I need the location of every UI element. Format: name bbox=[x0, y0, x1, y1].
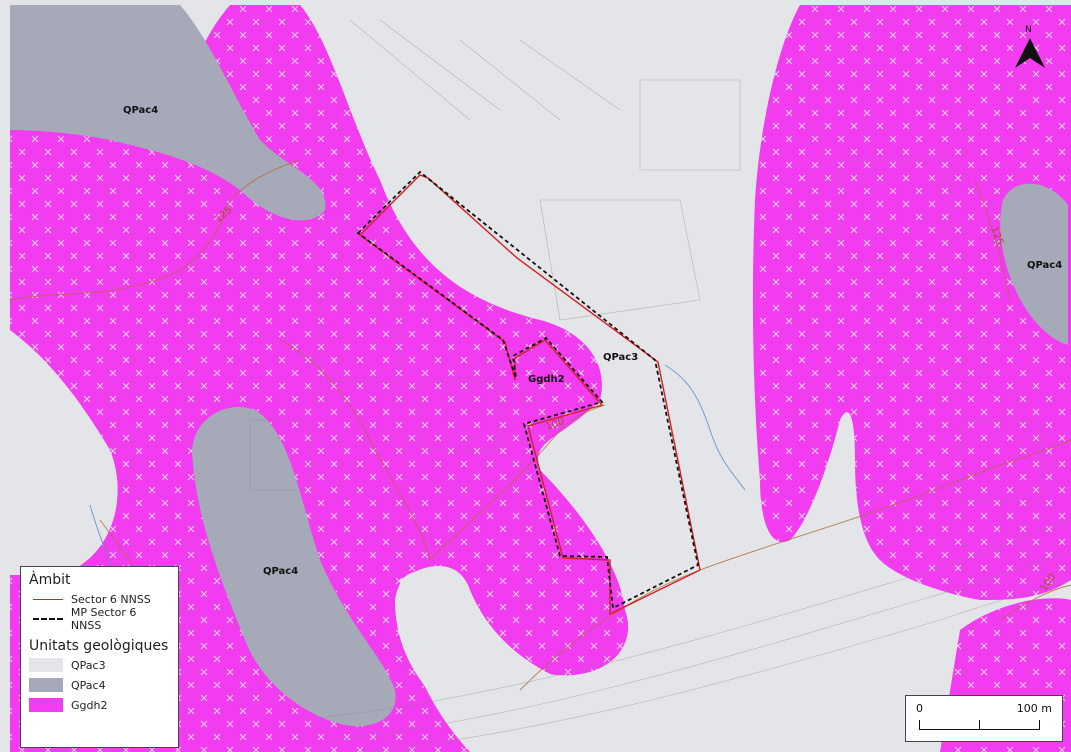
scale-tick bbox=[1039, 720, 1040, 729]
qpac3-west-strip bbox=[10, 330, 118, 575]
unit-label-ggdh2: Ggdh2 bbox=[528, 374, 565, 385]
legend-item-qpac3: QPac3 bbox=[29, 655, 170, 675]
qpac4-south-area bbox=[192, 406, 396, 727]
legend-title-units: Unitats geològiques bbox=[29, 638, 169, 654]
qpac3-south-area bbox=[400, 566, 620, 752]
scale-start-label: 0 bbox=[916, 702, 923, 715]
street-outlines bbox=[249, 19, 1071, 752]
legend-item-label: QPac3 bbox=[71, 658, 106, 672]
legend-title-ambit: Àmbit bbox=[29, 572, 71, 588]
map-legend: Àmbit Sector 6 NNSS MP Sector 6 NNSS Uni… bbox=[20, 566, 179, 748]
qpac4-northwest-area bbox=[10, 5, 326, 221]
ggdh2-swatch-icon bbox=[29, 698, 63, 712]
legend-item-qpac4: QPac4 bbox=[29, 675, 170, 695]
scale-tick bbox=[979, 720, 980, 729]
scale-bar: 0 100 m bbox=[905, 695, 1063, 742]
north-label: N bbox=[1025, 25, 1032, 35]
scale-end-label: 100 m bbox=[1016, 702, 1052, 715]
legend-item-ggdh2: Ggdh2 bbox=[29, 695, 170, 715]
legend-item-label: QPac4 bbox=[71, 678, 106, 692]
legend-item-label: Ggdh2 bbox=[71, 698, 108, 712]
unit-label-qpac4-east: QPac4 bbox=[1027, 260, 1062, 271]
unit-label-qpac4-south: QPac4 bbox=[263, 566, 298, 577]
legend-item-mp-sector-6: MP Sector 6 NNSS bbox=[29, 606, 170, 632]
north-arrow-icon: N bbox=[1015, 25, 1045, 68]
qpac4-east-area bbox=[1000, 183, 1068, 345]
ggdh2-west-area bbox=[10, 5, 629, 752]
legend-item-label: MP Sector 6 NNSS bbox=[70, 606, 137, 632]
legend-item-sector-6: Sector 6 NNSS bbox=[29, 589, 170, 609]
dashed-black-line-icon bbox=[33, 618, 63, 620]
unit-label-qpac4-northwest: QPac4 bbox=[123, 105, 158, 116]
mp-sector-6-nnss-boundary[interactable] bbox=[356, 170, 700, 610]
scale-bar-line bbox=[919, 729, 1040, 730]
qpac4-swatch-icon bbox=[29, 678, 63, 692]
qpac3-swatch-icon bbox=[29, 658, 63, 672]
legend-item-label: Sector 6 NNSS bbox=[71, 592, 151, 606]
ggdh2-east-area bbox=[752, 5, 1071, 600]
scale-tick bbox=[919, 720, 920, 729]
solid-red-line-icon bbox=[33, 598, 63, 600]
unit-label-qpac3: QPac3 bbox=[603, 352, 638, 363]
